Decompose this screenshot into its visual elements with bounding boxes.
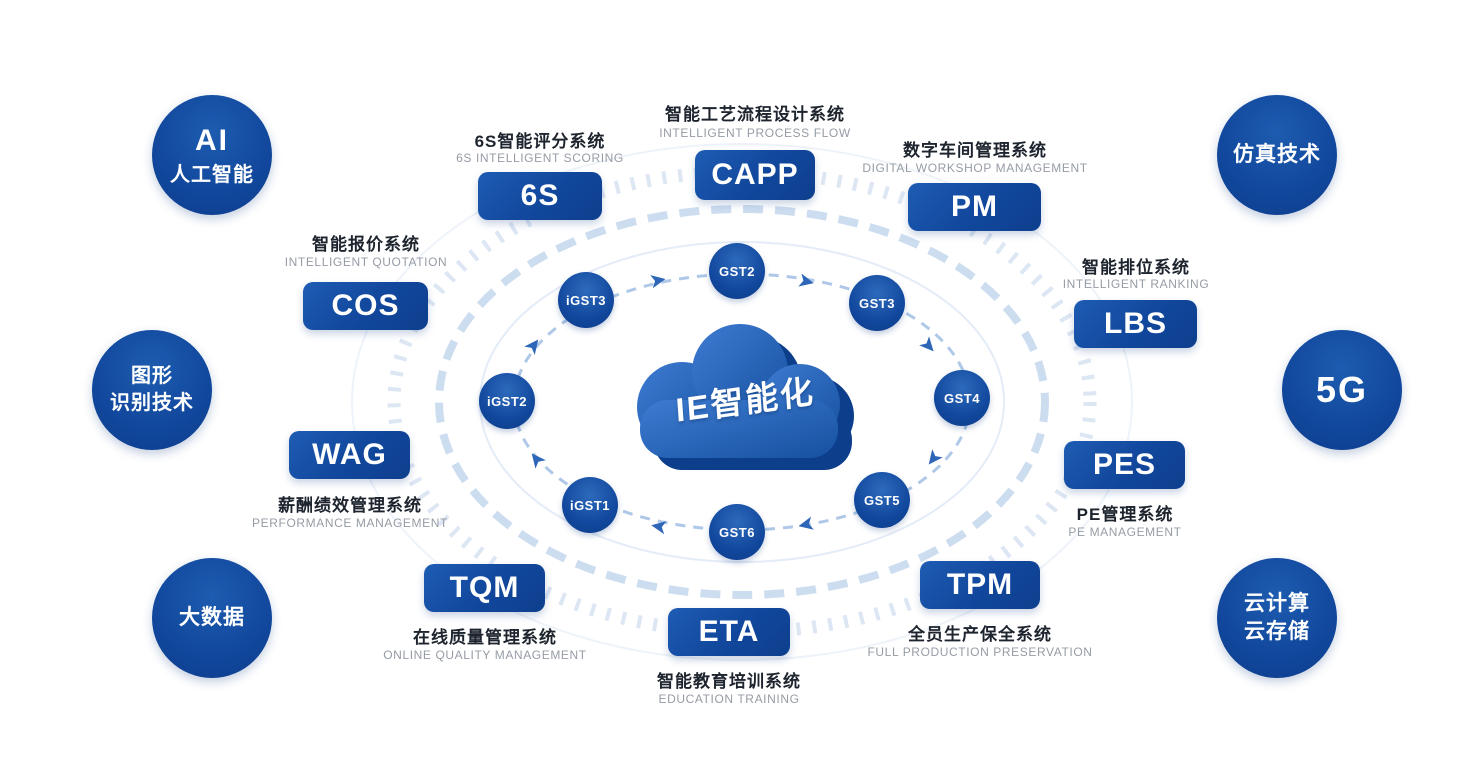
- tech-circle-simulation: 仿真技术: [1217, 95, 1337, 215]
- tech-circle-line2: 人工智能: [170, 163, 254, 186]
- tech-circle-5g: 5G: [1282, 330, 1402, 450]
- system-badge-tpm: TPM: [920, 561, 1040, 609]
- system-badge-6s: 6S: [478, 172, 602, 220]
- tech-circle-cloud-computing: 云计算 云存储: [1217, 558, 1337, 678]
- system-en-label-tpm: FULL PRODUCTION PRESERVATION: [867, 645, 1093, 659]
- cycle-node-gst2: GST2: [709, 243, 765, 299]
- system-en-label-wag: PERFORMANCE MANAGEMENT: [252, 516, 448, 530]
- system-en-label-pes: PE MANAGEMENT: [1068, 525, 1182, 539]
- cycle-node-igst1: iGST1: [562, 477, 618, 533]
- system-cn-label-tpm: 全员生产保全系统: [908, 625, 1052, 644]
- cycle-node-igst3: iGST3: [558, 272, 614, 328]
- system-badge-lbs: LBS: [1074, 300, 1197, 348]
- system-cn-label-pm: 数字车间管理系统: [903, 141, 1047, 160]
- tech-circle-line1: 图形: [131, 365, 173, 387]
- tech-circle-line1: 云计算: [1244, 591, 1310, 615]
- system-badge-tqm: TQM: [424, 564, 545, 612]
- flow-arrow-icon: ➤: [647, 267, 669, 294]
- system-en-label-tqm: ONLINE QUALITY MANAGEMENT: [383, 648, 587, 662]
- system-cn-label-tqm: 在线质量管理系统: [413, 628, 557, 647]
- tech-circle-line2: 识别技术: [110, 392, 194, 414]
- tech-circle-line1: 仿真技术: [1233, 142, 1321, 166]
- system-cn-label-lbs: 智能排位系统: [1082, 258, 1190, 277]
- cycle-node-label: GST6: [719, 524, 755, 540]
- cycle-node-igst2: iGST2: [479, 373, 535, 429]
- system-en-label-capp: INTELLIGENT PROCESS FLOW: [659, 126, 851, 140]
- system-en-label-6s: 6S INTELLIGENT SCORING: [456, 151, 624, 165]
- cycle-node-gst3: GST3: [849, 275, 905, 331]
- cycle-node-label: iGST1: [569, 497, 611, 513]
- tech-circle-line1: 5G: [1315, 368, 1369, 410]
- cycle-node-label: GST5: [864, 492, 900, 508]
- system-cn-label-capp: 智能工艺流程设计系统: [665, 105, 845, 124]
- system-cn-label-pes: PE管理系统: [1076, 505, 1174, 524]
- cycle-node-label: iGST3: [565, 292, 607, 308]
- system-badge-pes: PES: [1064, 441, 1185, 489]
- tech-circle-graphic-recognition: 图形 识别技术: [92, 330, 212, 450]
- cycle-node-gst6: GST6: [709, 504, 765, 560]
- system-badge-pm: PM: [908, 183, 1041, 231]
- system-en-label-pm: DIGITAL WORKSHOP MANAGEMENT: [862, 161, 1088, 175]
- cycle-node-label: GST4: [944, 390, 980, 406]
- cycle-node-gst5: GST5: [854, 472, 910, 528]
- system-cn-label-wag: 薪酬绩效管理系统: [278, 496, 422, 515]
- cycle-node-gst4: GST4: [934, 370, 990, 426]
- system-badge-eta: ETA: [668, 608, 790, 656]
- cloud-icon: [637, 324, 854, 470]
- system-en-label-eta: EDUCATION TRAINING: [658, 692, 800, 706]
- system-badge-cos: COS: [303, 282, 428, 330]
- system-cn-label-eta: 智能教育培训系统: [657, 672, 801, 691]
- system-cn-label-cos: 智能报价系统: [312, 235, 420, 254]
- cycle-node-label: GST2: [719, 263, 755, 279]
- tech-circle-line2: 云存储: [1244, 620, 1310, 643]
- flow-arrow-icon: ➤: [648, 513, 670, 540]
- system-badge-wag: WAG: [289, 431, 410, 479]
- flow-arrow-icon: ➤: [795, 511, 818, 538]
- tech-circle-line1: 大数据: [179, 605, 245, 629]
- tech-circle-big-data: 大数据: [152, 558, 272, 678]
- system-badge-capp: CAPP: [695, 150, 815, 200]
- cycle-node-label: iGST2: [486, 393, 528, 409]
- cycle-node-label: GST3: [859, 295, 895, 311]
- system-en-label-lbs: INTELLIGENT RANKING: [1062, 277, 1210, 291]
- system-cn-label-6s: 6S智能评分系统: [474, 132, 606, 151]
- system-en-label-cos: INTELLIGENT QUOTATION: [284, 255, 448, 269]
- tech-circle-line1: AI: [195, 124, 229, 158]
- tech-circle-ai: AI 人工智能: [152, 95, 272, 215]
